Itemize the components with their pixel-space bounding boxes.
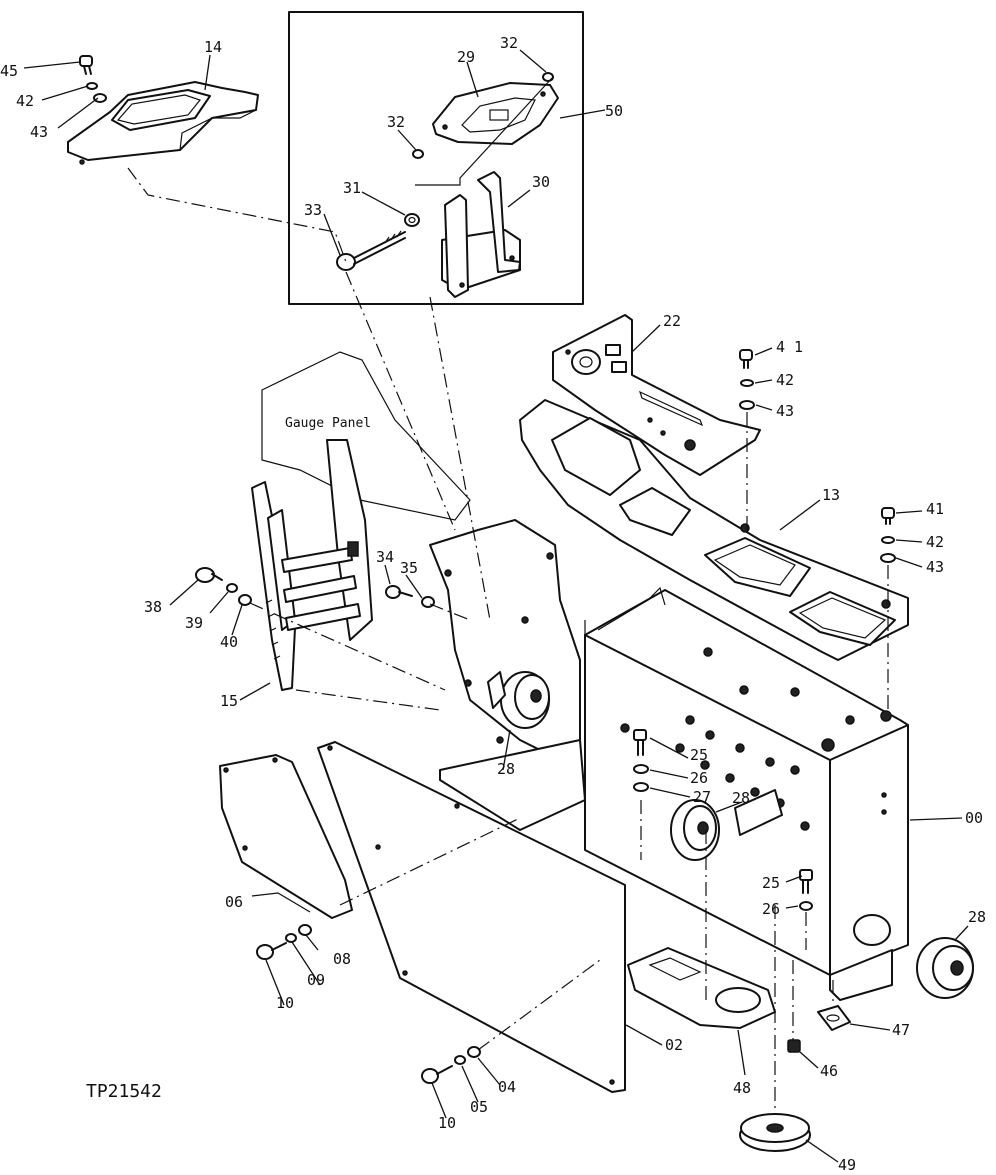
part-43-washer-b xyxy=(739,400,755,410)
callout-31: 31 xyxy=(343,179,361,197)
gauge-panel-label: Gauge Panel xyxy=(285,416,371,431)
callout-25a: 25 xyxy=(690,746,708,764)
callout-10b: 10 xyxy=(438,1114,456,1132)
callout-08: 08 xyxy=(333,950,351,968)
callout-00: 00 xyxy=(965,809,983,827)
part-10-screw-b xyxy=(421,1065,453,1084)
part-13-console-frame xyxy=(519,399,909,661)
callout-34: 34 xyxy=(376,548,394,566)
callout-15: 15 xyxy=(220,692,238,710)
callout-09: 09 xyxy=(307,971,325,989)
part-43-washer-a xyxy=(93,93,107,103)
part-09-lockwasher xyxy=(285,933,297,943)
callout-28c: 28 xyxy=(968,908,986,926)
part-32-washer-a xyxy=(412,149,424,159)
callout-42b: 42 xyxy=(776,371,794,389)
callout-26b: 26 xyxy=(762,900,780,918)
callout-50: 50 xyxy=(605,102,623,120)
part-10-screw-a xyxy=(256,942,287,960)
callout-30: 30 xyxy=(532,173,550,191)
part-04-washer xyxy=(467,1046,481,1058)
gauge-panel-outline xyxy=(261,351,471,521)
part-34-screw xyxy=(385,585,413,599)
inset-box xyxy=(288,11,584,305)
callout-05: 05 xyxy=(470,1098,488,1116)
callout-26a: 26 xyxy=(690,769,708,787)
side-plate-assembly xyxy=(429,519,586,831)
part-38-screw xyxy=(195,567,223,583)
callout-02: 02 xyxy=(665,1036,683,1054)
part-02-bottom-panel xyxy=(317,741,626,1093)
callout-32b: 32 xyxy=(387,113,405,131)
callout-28a: 28 xyxy=(497,760,515,778)
part-46-nut xyxy=(787,1039,801,1053)
part-26-washer-a xyxy=(633,764,649,774)
callout-33: 33 xyxy=(304,201,322,219)
callout-41b: 41 xyxy=(926,500,944,518)
assembly-lines xyxy=(127,167,889,1110)
part-14-shroud xyxy=(67,81,259,165)
callout-43b: 43 xyxy=(776,402,794,420)
part-25-bolt-a xyxy=(633,729,647,756)
part-42-lockwasher-c xyxy=(881,536,895,544)
callout-28b: 28 xyxy=(732,789,750,807)
part-48-plate xyxy=(627,947,776,1029)
part-42-lockwasher-a xyxy=(86,82,98,90)
part-49-pulley xyxy=(739,1113,811,1152)
callout-22: 22 xyxy=(663,312,681,330)
part-41-screw-a xyxy=(739,349,753,369)
part-30-bracket xyxy=(441,171,521,298)
part-08-washer xyxy=(298,924,312,936)
part-05-lockwasher xyxy=(454,1055,466,1065)
callout-42a: 42 xyxy=(16,92,34,110)
callout-46: 46 xyxy=(820,1062,838,1080)
part-43-washer-c xyxy=(880,553,896,563)
callout-10a: 10 xyxy=(276,994,294,1012)
callout-35: 35 xyxy=(400,559,418,577)
leader-lines xyxy=(23,49,969,1163)
part-26-washer-b xyxy=(799,901,813,911)
part-28-pulley-c xyxy=(916,937,974,999)
callout-47: 47 xyxy=(892,1021,910,1039)
callout-06: 06 xyxy=(225,893,243,911)
part-31-washer xyxy=(404,213,420,227)
part-45-screw xyxy=(79,55,93,75)
callout-42c: 42 xyxy=(926,533,944,551)
part-06-side-cover xyxy=(219,754,353,919)
callout-13: 13 xyxy=(822,486,840,504)
figure-id: TP21542 xyxy=(86,1081,162,1102)
callout-04: 04 xyxy=(498,1078,516,1096)
part-22-plate xyxy=(552,314,761,476)
callout-43a: 43 xyxy=(30,123,48,141)
callout-39: 39 xyxy=(185,614,203,632)
part-41-screw-b xyxy=(881,507,895,525)
callout-29: 29 xyxy=(457,48,475,66)
part-15-bracket xyxy=(251,439,373,691)
part-40-washer xyxy=(238,594,252,606)
part-42-lockwasher-b xyxy=(740,379,754,387)
part-28-pulley-b xyxy=(670,799,720,861)
callout-49: 49 xyxy=(838,1156,856,1174)
callout-38: 38 xyxy=(144,598,162,616)
part-25-bolt-b xyxy=(799,869,813,894)
part-39-lockwasher xyxy=(226,583,238,593)
callout-41a: 4 1 xyxy=(776,338,803,356)
part-47-spacer xyxy=(817,1005,851,1031)
callout-45: 45 xyxy=(0,62,18,80)
part-32-washer-b xyxy=(542,72,554,82)
callout-48: 48 xyxy=(733,1079,751,1097)
part-33-bolt xyxy=(336,230,406,271)
callout-40: 40 xyxy=(220,633,238,651)
part-27-washer xyxy=(633,782,649,792)
callout-14: 14 xyxy=(204,38,222,56)
callout-43c: 43 xyxy=(926,558,944,576)
part-29-plate xyxy=(432,82,559,145)
callout-25b: 25 xyxy=(762,874,780,892)
callout-27: 27 xyxy=(693,788,711,806)
callout-32a: 32 xyxy=(500,34,518,52)
